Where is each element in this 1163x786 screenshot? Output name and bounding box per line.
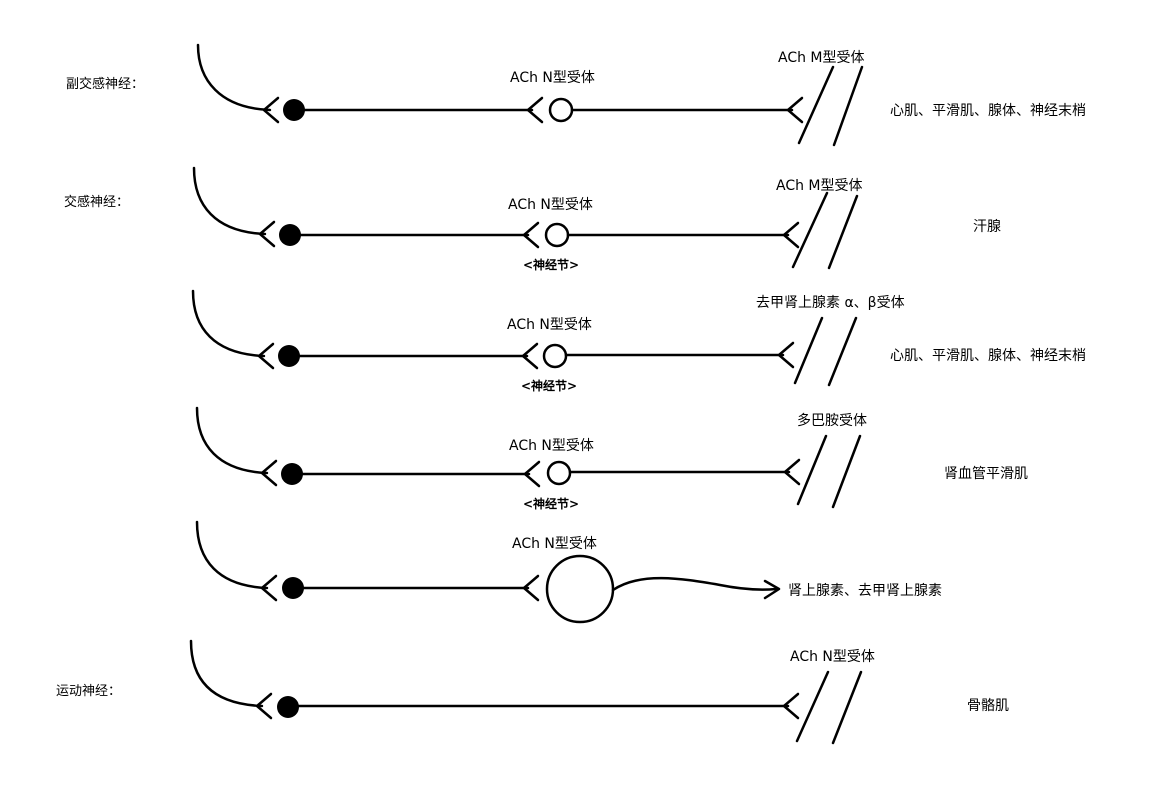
- hormone-arrowhead: [763, 579, 781, 600]
- effector-receptor-label: ACh M型受体: [778, 50, 865, 66]
- secreted-hormones-label: 肾上腺素、去甲肾上腺素: [788, 583, 942, 599]
- nerve-label: 交感神经：: [64, 194, 129, 210]
- preganglionic-axon-curve: [196, 43, 272, 112]
- cell-body: [281, 463, 303, 485]
- effector-membrane-line: [791, 191, 829, 269]
- synapse-bracket: [258, 220, 276, 248]
- cell-body: [279, 224, 301, 246]
- effector-membrane-line: [831, 670, 863, 745]
- ganglion-neuron: [546, 460, 572, 486]
- nerve-label: 副交感神经：: [66, 76, 144, 92]
- ganglion-synapse-bracket: [521, 342, 539, 370]
- effector-membrane-line: [795, 670, 830, 743]
- preganglionic-axon-curve: [195, 520, 269, 590]
- synapse-bracket: [255, 692, 273, 720]
- motor-axon-curve: [189, 639, 264, 708]
- effector-membrane-line: [793, 316, 824, 385]
- effector-receptor-label: ACh M型受体: [776, 178, 863, 194]
- pathway-row-sympathetic-sweat: 交感神经： ACh N型受体 <神经节> ACh M型受体 汗腺: [64, 166, 1001, 272]
- target-organ-label: 心肌、平滑肌、腺体、神经末梢: [890, 102, 1086, 119]
- effector-synapse-bracket: [783, 458, 801, 486]
- ganglion-synapse-bracket: [523, 460, 541, 488]
- neuromuscular-synapse-bracket: [782, 692, 800, 720]
- ganglion-receptor-label: ACh N型受体: [508, 197, 593, 213]
- ganglion-label: <神经节>: [523, 257, 579, 272]
- ganglion-receptor-label: ACh N型受体: [510, 70, 595, 86]
- adrenal-chromaffin-cell: [545, 554, 615, 624]
- ganglion-receptor-label: ACh N型受体: [512, 536, 597, 552]
- target-organ-label: 肾血管平滑肌: [944, 465, 1028, 482]
- ganglion-synapse-bracket: [526, 96, 544, 124]
- ganglion-synapse-bracket: [522, 221, 540, 249]
- cell-body: [277, 696, 299, 718]
- ganglion-label: <神经节>: [521, 378, 577, 393]
- hormone-release-path: [611, 576, 778, 592]
- target-organ-label: 骨骼肌: [967, 698, 1009, 714]
- ganglion-neuron: [542, 343, 568, 369]
- ganglion-label: <神经节>: [523, 496, 579, 511]
- synapse-bracket: [260, 574, 278, 602]
- effector-membrane-line: [827, 194, 859, 270]
- synapse-bracket: [260, 459, 278, 487]
- effector-membrane-line: [832, 65, 864, 147]
- ganglion-receptor-label: ACh N型受体: [507, 317, 592, 333]
- target-organ-label: 汗腺: [973, 219, 1001, 235]
- preganglionic-axon-curve: [191, 289, 266, 358]
- nerve-label: 运动神经：: [56, 684, 121, 699]
- ganglion-neuron: [548, 97, 574, 123]
- preganglionic-axon-curve: [195, 406, 269, 475]
- pathway-row-sympathetic-noradrenergic: ACh N型受体 <神经节> 去甲肾上腺素 α、β受体 心肌、平滑肌、腺体、神经…: [191, 289, 1086, 393]
- effector-receptor-label: ACh N型受体: [790, 649, 875, 665]
- synapse-bracket: [257, 342, 275, 370]
- effector-synapse-bracket: [782, 221, 800, 249]
- preganglionic-axon-curve: [192, 166, 267, 236]
- pathway-row-motor: 运动神经： ACh N型受体 骨骼肌: [56, 639, 1009, 745]
- pathway-row-adrenal-medulla: ACh N型受体 肾上腺素、去甲肾上腺素: [195, 520, 942, 624]
- ganglion-synapse-bracket: [522, 574, 540, 602]
- effector-membrane-line: [831, 434, 862, 509]
- target-organ-label: 心肌、平滑肌、腺体、神经末梢: [890, 347, 1086, 364]
- effector-receptor-label: 去甲肾上腺素 α、β受体: [756, 295, 905, 311]
- effector-membrane-line: [797, 65, 835, 145]
- cell-body: [282, 577, 304, 599]
- effector-membrane-line: [796, 434, 828, 506]
- pathway-row-sympathetic-dopaminergic: ACh N型受体 <神经节> 多巴胺受体 肾血管平滑肌: [195, 406, 1028, 511]
- cell-body: [278, 345, 300, 367]
- ganglion-neuron: [544, 222, 570, 248]
- pathway-row-parasympathetic: 副交感神经： ACh N型受体 ACh M型受体 心肌、平滑肌、腺体、神经末梢: [66, 43, 1086, 147]
- ganglion-receptor-label: ACh N型受体: [509, 438, 594, 454]
- synapse-bracket: [262, 96, 280, 124]
- effector-synapse-bracket: [786, 96, 804, 124]
- cell-body: [283, 99, 305, 121]
- effector-membrane-line: [827, 316, 858, 387]
- effector-receptor-label: 多巴胺受体: [797, 412, 867, 429]
- effector-synapse-bracket: [777, 341, 795, 369]
